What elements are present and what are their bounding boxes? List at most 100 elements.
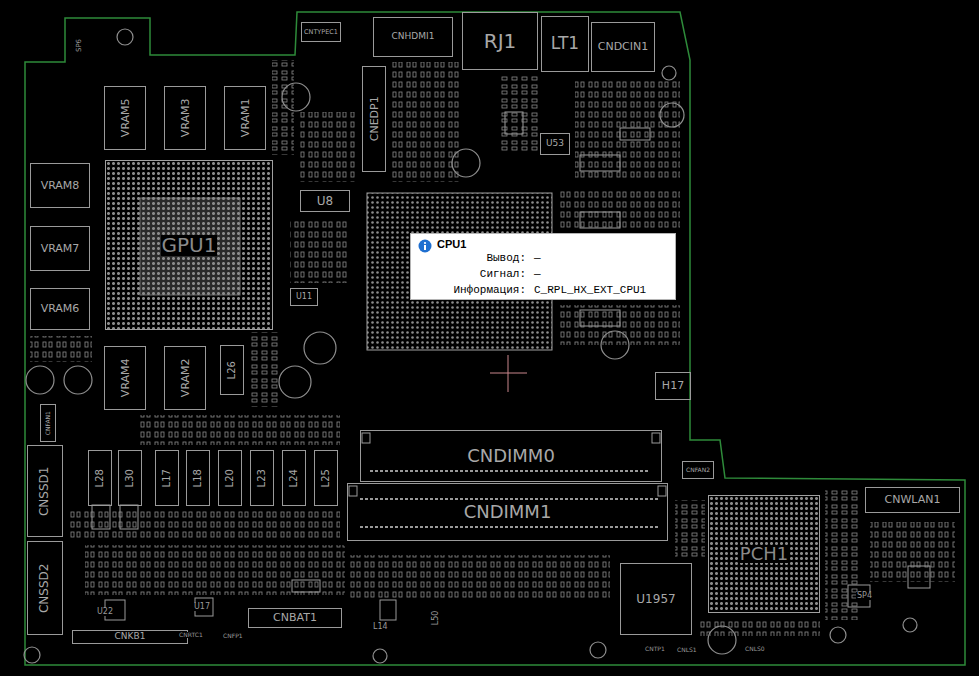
inductor: L20: [218, 450, 242, 506]
part-label: CNDIMM0: [466, 447, 556, 466]
inductor: L30: [118, 450, 142, 506]
part-label: CNLS1: [676, 647, 698, 653]
connector: RJ1: [462, 12, 538, 70]
smd-clutter: [30, 60, 955, 636]
part-label: L28: [95, 468, 106, 488]
part-label: LT1: [550, 35, 580, 53]
part-label: U22: [96, 608, 114, 616]
mounting-hole: [24, 29, 917, 663]
part-label: VRAM8: [40, 180, 81, 192]
part-label: H17: [661, 380, 685, 392]
part-label: CNFAN1: [45, 410, 51, 436]
part-label: VRAM3: [179, 98, 191, 139]
part-label: U1957: [635, 593, 676, 606]
part-label: VRAM6: [40, 303, 81, 315]
gpu-chip: GPU1: [105, 160, 273, 330]
part-label: CNHDMI1: [391, 32, 436, 41]
part-label: CNTP1: [644, 646, 666, 652]
chipset: PCH1: [708, 495, 820, 613]
memory-chip: VRAM1: [224, 86, 266, 150]
field-value: C_RPL_HX_EXT_CPU1: [534, 285, 646, 296]
part-label: CNDIMM1: [463, 503, 553, 522]
field-name: Вывод:: [486, 253, 526, 264]
memory-chip: VRAM6: [30, 288, 90, 330]
part-label: L17: [162, 468, 173, 488]
part-label: CNDCIN1: [597, 41, 650, 53]
part-label: U17: [193, 603, 211, 611]
part-label: L50: [432, 610, 440, 627]
connector: CNDCIN1: [591, 22, 655, 72]
memory-chip: VRAM7: [30, 226, 90, 271]
part-label: U11: [295, 293, 313, 301]
inductor: L18: [186, 450, 210, 506]
inductor: L17: [155, 450, 179, 506]
part-label: VRAM4: [119, 358, 131, 399]
part-label: L20: [225, 468, 236, 488]
part-label: RJ1: [483, 31, 518, 52]
dimm-latch: [349, 433, 666, 496]
part-label: VRAM2: [179, 358, 191, 399]
memory-chip: VRAM5: [104, 86, 146, 150]
part-label: SP6: [76, 38, 83, 53]
inductor: L25: [314, 450, 338, 506]
info-icon: [418, 239, 432, 253]
board-outline: [25, 12, 965, 665]
mounting-hole: H17: [655, 372, 691, 400]
part-label: CNFAN2: [685, 467, 711, 473]
connector: CNBAT1: [248, 608, 342, 628]
connector: CNWLAN1: [865, 487, 960, 513]
part-label: L24: [289, 468, 300, 488]
ic-chip: U1957: [620, 563, 692, 635]
field-value: —: [534, 269, 541, 280]
memory-chip: VRAM3: [164, 86, 206, 150]
connector: CNKB1: [72, 630, 188, 644]
ic-chip: U53: [540, 133, 570, 155]
inductor: L26: [220, 345, 244, 395]
connector: CNTYPEC1: [301, 22, 341, 42]
transformer: LT1: [541, 16, 589, 72]
connector: CNEDP1: [362, 66, 386, 172]
connector: CNFAN1: [40, 404, 56, 442]
part-label: CNFP1: [222, 633, 244, 639]
ic-chip: U11: [290, 288, 318, 306]
memory-slot: CNDIMM1: [347, 483, 668, 541]
connector: CNHDMI1: [373, 17, 453, 57]
part-label: U53: [545, 139, 565, 148]
part-label: VRAM1: [239, 98, 251, 139]
connector: CNSSD1: [27, 445, 63, 537]
part-label: CNRTC1: [178, 632, 204, 638]
part-label: CNLS0: [744, 646, 766, 652]
connector: CNFAN2: [682, 461, 714, 479]
field-value: —: [534, 253, 541, 264]
small-ic: [92, 112, 930, 620]
connector: CNSSD2: [27, 541, 63, 635]
crosshair-cursor: [490, 355, 527, 392]
part-label: GPU1: [161, 235, 218, 256]
part-label: CNKB1: [114, 632, 147, 641]
part-label: SP4: [856, 592, 873, 600]
part-label: CNWLAN1: [884, 494, 942, 506]
inductor: L23: [250, 450, 274, 506]
part-label: L14: [372, 623, 389, 631]
part-label: CNTYPEC1: [303, 29, 339, 36]
field-name: Информация:: [453, 285, 526, 296]
info-tooltip: CPU1Вывод:—Сигнал:—Информация:C_RPL_HX_E…: [410, 233, 676, 300]
memory-slot: CNDIMM0: [360, 430, 662, 482]
part-label: CNBAT1: [272, 612, 318, 624]
inductor: L28: [88, 450, 112, 506]
part-label: CNSSD2: [39, 562, 52, 613]
dimm-contacts: [360, 471, 660, 527]
memory-chip: VRAM8: [30, 163, 90, 208]
memory-chip: VRAM4: [104, 346, 146, 410]
part-label: CNSSD1: [39, 465, 52, 516]
memory-chip: VRAM2: [164, 346, 206, 410]
part-label: VRAM5: [119, 98, 131, 139]
part-label: L30: [125, 468, 136, 488]
ic-chip: U8: [300, 190, 350, 212]
part-label: U8: [316, 195, 334, 208]
inductor: L24: [282, 450, 306, 506]
field-name: Сигнал:: [480, 269, 526, 280]
part-label: L18: [193, 468, 204, 488]
part-label: CNEDP1: [368, 96, 380, 143]
